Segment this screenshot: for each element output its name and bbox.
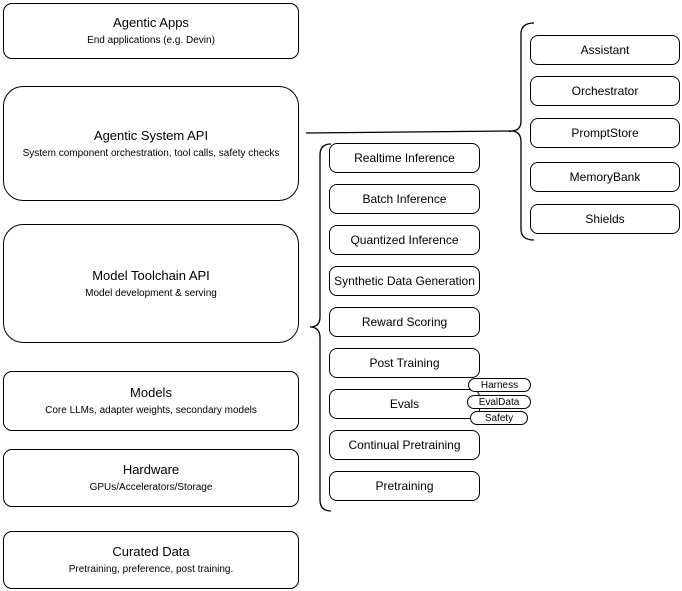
box-models: Models Core LLMs, adapter weights, secon… (3, 371, 299, 431)
box-subtitle: System component orchestration, tool cal… (22, 147, 280, 159)
box-title: Hardware (122, 462, 180, 477)
box-title: Curated Data (112, 544, 190, 559)
box-batch-inference: Batch Inference (329, 184, 480, 214)
box-title: Agentic Apps (113, 15, 189, 30)
box-post-training: Post Training (329, 348, 480, 378)
box-agentic-system-api: Agentic System API System component orch… (3, 86, 299, 201)
box-subtitle: Core LLMs, adapter weights, secondary mo… (45, 405, 257, 416)
box-curated-data: Curated Data Pretraining, preference, po… (3, 531, 299, 589)
box-memorybank: MemoryBank (530, 162, 680, 192)
box-shields: Shields (530, 204, 680, 234)
box-title: Model Toolchain API (92, 267, 210, 283)
box-model-toolchain-api: Model Toolchain API Model development & … (3, 224, 299, 343)
box-continual-pretraining: Continual Pretraining (329, 430, 480, 460)
box-assistant: Assistant (530, 35, 680, 65)
box-evals: Evals (329, 389, 480, 419)
box-orchestrator: Orchestrator (530, 76, 680, 106)
box-title: Models (130, 385, 172, 400)
pill-safety: Safety (470, 411, 528, 425)
box-realtime-inference: Realtime Inference (329, 143, 480, 173)
box-pretraining: Pretraining (329, 471, 480, 501)
connector-system-api-to-components (305, 130, 512, 134)
box-subtitle: GPUs/Accelerators/Storage (89, 482, 213, 493)
box-title: Agentic System API (93, 127, 209, 143)
box-agentic-apps: Agentic Apps End applications (e.g. Devi… (3, 3, 299, 59)
pill-evaldata: EvalData (467, 395, 531, 409)
box-quantized-inference: Quantized Inference (329, 225, 480, 255)
pill-harness: Harness (468, 378, 531, 392)
box-subtitle: Model development & serving (85, 287, 217, 299)
box-hardware: Hardware GPUs/Accelerators/Storage (3, 449, 299, 507)
box-synthetic-data-generation: Synthetic Data Generation (329, 266, 480, 296)
box-reward-scoring: Reward Scoring (329, 307, 480, 337)
brace-toolchain-group (309, 143, 332, 512)
box-subtitle: End applications (e.g. Devin) (87, 35, 215, 46)
box-promptstore: PromptStore (530, 118, 680, 148)
box-subtitle: Pretraining, preference, post training. (68, 564, 234, 575)
